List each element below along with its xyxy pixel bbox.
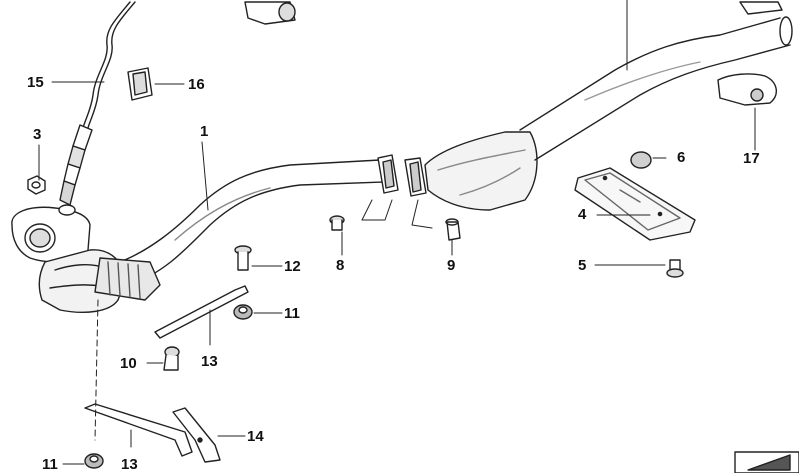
front-flange xyxy=(11,204,91,263)
page-corner-icon xyxy=(734,451,799,473)
callout-10: 10 xyxy=(120,355,137,372)
tail-bracket xyxy=(717,73,777,106)
callout-12: 12 xyxy=(284,258,301,275)
callout-5: 5 xyxy=(578,257,587,274)
rubber-mount-upper xyxy=(233,304,253,320)
front-pipe xyxy=(119,159,386,286)
nut-part xyxy=(27,175,46,195)
oxygen-sensor xyxy=(59,124,93,206)
callout-4: 4 xyxy=(578,206,587,223)
rubber-cap xyxy=(630,151,652,169)
pipe-clamp-right xyxy=(404,157,427,197)
heat-shield xyxy=(574,167,696,241)
leader-lines xyxy=(38,0,756,465)
callout-13-lower: 13 xyxy=(121,456,138,473)
callout-6: 6 xyxy=(677,149,686,166)
flex-joint xyxy=(94,257,161,301)
strap-bracket-lower xyxy=(84,403,193,457)
bolt-part-12 xyxy=(234,245,252,271)
callout-15: 15 xyxy=(27,74,44,91)
nut-part-9 xyxy=(445,218,461,241)
callout-9: 9 xyxy=(447,257,456,274)
rear-catalytic-converter xyxy=(424,131,538,211)
screw-part-5 xyxy=(666,259,684,278)
callout-3: 3 xyxy=(33,126,42,143)
callout-11-upper: 11 xyxy=(284,305,300,322)
oxygen-sensor-cable xyxy=(82,1,136,129)
rear-pipe xyxy=(519,16,793,161)
bracket-14 xyxy=(172,407,221,463)
callout-14: 14 xyxy=(247,428,264,445)
pipe-clamp-left xyxy=(377,154,399,194)
strap-bracket-upper xyxy=(154,285,249,339)
cable-clip xyxy=(127,67,153,101)
top-right-fitting xyxy=(739,1,783,15)
callout-17: 17 xyxy=(743,150,760,167)
bolt-part-8 xyxy=(329,215,345,231)
callout-11-lower: 11 xyxy=(42,456,58,473)
rubber-mount-lower xyxy=(84,453,104,469)
callout-1: 1 xyxy=(200,123,209,140)
screw-part-10 xyxy=(163,346,180,371)
top-fitting-2 xyxy=(244,1,296,25)
callout-16: 16 xyxy=(188,76,205,93)
callout-13-upper: 13 xyxy=(201,353,218,370)
callout-8: 8 xyxy=(336,257,345,274)
